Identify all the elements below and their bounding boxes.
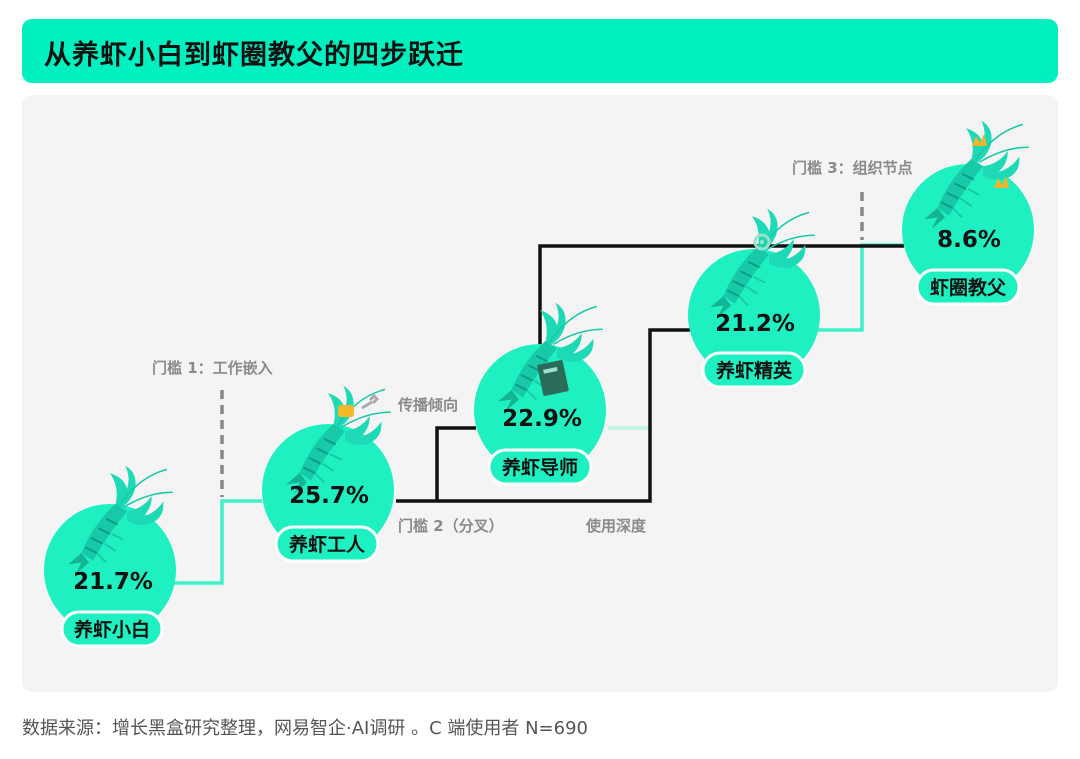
connector-4-5 [818,243,904,332]
stage-circle [262,424,394,556]
stage-circle [44,504,176,636]
spread-to-top-line [538,244,904,360]
stage-pill [60,610,164,648]
stage-name: 养虾小白 [73,618,150,641]
stage-pill [915,268,1021,306]
stage-pill [487,448,593,486]
stage-pct: 21.7% [73,569,153,595]
stage-node-2: 25.7% 养虾工人 [262,384,394,563]
stage-pct: 21.2% [715,311,795,337]
stage-pct: 8.6% [937,227,1001,253]
stage-node-5: 8.6% 虾圈教父 [902,119,1034,306]
stage-name: 养虾工人 [288,533,366,556]
stage-pill [274,525,380,563]
wrench-icon [338,393,380,417]
source-note: 数据来源：增长黑盒研究整理，网易智企·AI调研 。C 端使用者 N=690 [22,718,588,739]
page-title: 从养虾小白到虾圈教父的四步跃迁 [44,40,464,71]
stage-circle [688,249,820,381]
stage-pct: 25.7% [289,483,369,509]
title-bar: 从养虾小白到虾圈教父的四步跃迁 [22,19,1058,83]
branch-spread-label: 传播倾向 [397,396,458,414]
gate1-label: 门槛 1：工作嵌入 [152,359,273,377]
stage-name: 养虾精英 [715,359,793,382]
stage-circle [902,164,1034,296]
stage-node-4: 21.2% 养虾精英 [688,207,820,389]
stage-node-3: 22.9% 养虾导师 [474,301,606,486]
branch-spread-line [435,426,476,501]
stage-name: 养虾导师 [501,456,578,479]
branch-depth-label: 使用深度 [585,517,647,535]
branch-depth-line [396,328,690,503]
gate3-label: 门槛 3：组织节点 [792,159,913,177]
stage-node-1: 21.7% 养虾小白 [44,464,176,648]
gear-icon [753,233,771,251]
stage-pct: 22.9% [502,406,582,432]
book-icon [537,360,569,396]
stage-name: 虾圈教父 [930,276,1007,299]
gate2-label: 门槛 2（分叉） [398,517,504,535]
stage-pill [701,351,807,389]
connector-1-2 [148,499,262,585]
crown-icon [972,134,1009,188]
stage-circle [474,344,606,476]
